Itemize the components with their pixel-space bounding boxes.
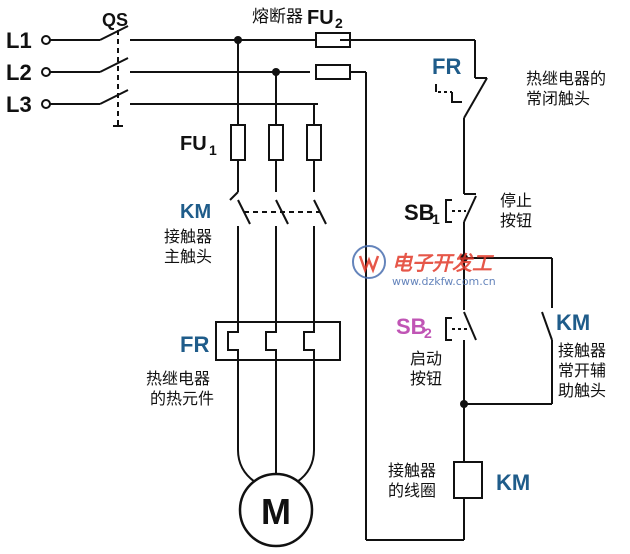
line-inputs	[41, 35, 100, 109]
fu2-fuses	[315, 32, 475, 540]
label-sb2-line2: 按钮	[410, 369, 442, 388]
label-km-coil-code: KM	[496, 470, 530, 495]
label-fr-nc-line1: 热继电器的	[526, 69, 606, 88]
label-l1: L1	[6, 28, 32, 53]
label-fr-heat-line1: 热继电器	[146, 369, 210, 388]
watermark: 电子开发工 www.dzkfw.com.cn	[352, 245, 496, 288]
label-qs: QS	[102, 10, 128, 30]
main-circuit-wires	[229, 40, 327, 483]
label-fu2-code: FU	[307, 7, 334, 29]
label-fr-nc-line2: 常闭触头	[526, 89, 590, 108]
label-fr-nc-code: FR	[432, 54, 461, 79]
label-km-aux-line2: 常开辅	[558, 361, 606, 380]
km-coil	[453, 461, 483, 499]
label-km-coil-line2: 的线圈	[388, 481, 436, 500]
motor: M	[238, 472, 314, 548]
fr-thermal-element	[215, 321, 341, 361]
label-sb1-line1: 停止	[500, 191, 532, 210]
label-km-aux-line3: 助触头	[558, 381, 606, 400]
label-km-main-line1: 接触器	[164, 227, 212, 246]
label-fu1-code: FU	[180, 133, 207, 155]
label-km-main-line2: 主触头	[164, 247, 212, 266]
label-l2: L2	[6, 60, 32, 85]
label-fu2-name: 熔断器	[252, 7, 303, 27]
label-km-aux-line1: 接触器	[558, 341, 606, 360]
label-km-aux-code: KM	[556, 310, 590, 335]
label-motor: M	[261, 491, 291, 532]
label-sb2-code: SB	[396, 314, 427, 339]
label-sb1-code: SB	[404, 200, 435, 225]
label-fu2-sub: 2	[335, 15, 343, 31]
label-sb2-sub: 2	[424, 325, 432, 341]
label-sb1-line2: 按钮	[500, 211, 532, 230]
qs-switch	[99, 25, 340, 127]
label-km-coil-line1: 接触器	[388, 461, 436, 480]
watermark-cn: 电子开发工	[392, 251, 495, 275]
watermark-url: www.dzkfw.com.cn	[392, 275, 496, 288]
label-sb1-sub: 1	[432, 211, 440, 227]
watermark-logo-icon	[352, 245, 386, 279]
label-km-main-code: KM	[180, 201, 211, 223]
label-fr-heat-line2: 的热元件	[150, 389, 214, 408]
control-circuit-wires	[366, 40, 553, 541]
label-l3: L3	[6, 92, 32, 117]
label-fr-heat-code: FR	[180, 332, 209, 357]
label-fu1-sub: 1	[209, 142, 217, 158]
fu1-fuses	[230, 124, 322, 161]
label-sb2-line1: 启动	[410, 349, 442, 368]
